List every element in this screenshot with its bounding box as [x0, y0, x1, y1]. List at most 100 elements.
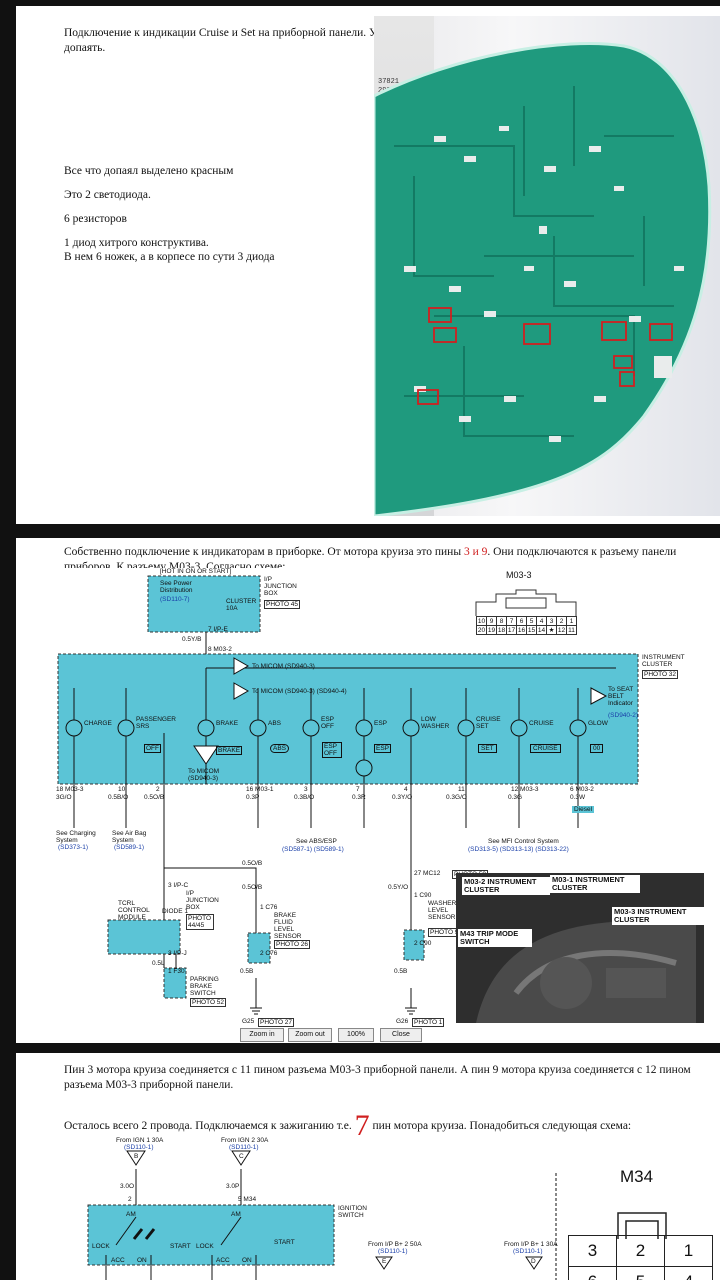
see-mfi: See MFI Control System: [488, 838, 559, 845]
mark-esp-off: ESP OFF: [322, 742, 342, 758]
wire-05b-2: 0.5B: [394, 968, 408, 975]
zoom-100-button[interactable]: 100%: [338, 1028, 374, 1042]
inset-m03-3: M03-3 INSTRUMENT CLUSTER: [612, 907, 704, 925]
pin-label-1: 18 M03-3: [56, 786, 84, 793]
sch-m03-2-top: 8 M03-2: [208, 646, 232, 653]
section1-line-5: В нем 6 ножек, а в корпесе по сути 3 дио…: [64, 251, 275, 263]
pin-wire-9: 0.3G: [508, 794, 523, 801]
sch-photo45: PHOTO 45: [264, 600, 301, 609]
photo4445: PHOTO 44/45: [186, 914, 214, 930]
sch-top-label: [HOT IN ON OR START]: [160, 568, 232, 575]
from-ipb1-30a: From I/P B+ 1 30A: [504, 1241, 558, 1248]
sch-photo32: PHOTO 32: [642, 670, 679, 679]
section3-para2-a: Осталось всего 2 провода. Подключаемся к…: [64, 1120, 355, 1132]
pin-label-2: 10: [118, 786, 126, 793]
ign1-ref: (SD110-1): [124, 1144, 154, 1151]
inset-m03-1: M03-1 INSTRUMENT CLUSTER: [550, 875, 640, 893]
from-ipb1-ref: (SD110-1): [513, 1248, 543, 1255]
see-airbag-ref: (SD589-1): [114, 844, 144, 851]
m34-title: M34: [620, 1167, 654, 1186]
ignition-schematic-lines: [87, 1150, 557, 1280]
schematic-lines: [57, 575, 639, 1015]
acc-2: ACC: [216, 1257, 230, 1264]
lock-2: LOCK: [196, 1243, 214, 1250]
on-1: ON: [137, 1257, 147, 1264]
diesel-badge: Diesel: [572, 806, 595, 813]
ip-j: 3 I/P-J: [168, 950, 187, 957]
see-mfi-ref: (SD313-5) (SD313-13) (SD313-22): [468, 846, 569, 853]
am-1: AM: [126, 1211, 136, 1218]
pcb-board-graphic: [374, 41, 712, 516]
sch-power-dist: See Power Distribution: [160, 580, 193, 594]
ip-c: 3 I/P-C: [168, 882, 189, 889]
section3-para2: Осталось всего 2 провода. Подключаемся к…: [64, 1111, 720, 1141]
wire-05b-1: 0.5B: [240, 968, 254, 975]
wire-05ob: 0.5O/B: [242, 860, 263, 867]
pin-wire-2: 0.5B/O: [108, 794, 129, 801]
ign2-letter: C: [239, 1153, 244, 1160]
zoom-in-button[interactable]: Zoom in: [240, 1028, 284, 1042]
c90: 1 C90: [414, 892, 432, 899]
acc-1: ACC: [111, 1257, 125, 1264]
section2-intro-pins: 3 и 9: [463, 546, 488, 558]
brake-fluid: BRAKE FLUID LEVEL SENSOR: [274, 912, 302, 940]
on-2: ON: [242, 1257, 252, 1264]
ign1-letter: B: [134, 1153, 139, 1160]
see-charging: See Charging System: [56, 830, 96, 844]
mark-set: SET: [478, 744, 497, 753]
g26: G26: [396, 1018, 409, 1025]
indicator-cruise: CRUISE: [529, 720, 554, 727]
ignition-switch-label: IGNITION SWITCH: [338, 1205, 367, 1219]
m34-pin-1: 1: [664, 1235, 713, 1267]
mark-esp: ESP: [374, 744, 392, 753]
section3-para2-b: пин мотора круиза. Понадобиться следующа…: [369, 1120, 632, 1132]
ign1-label: From IGN 1 30A: [116, 1137, 164, 1144]
sch-ijb: I/P JUNCTION BOX: [264, 576, 297, 597]
pin-label-10: 6 M03-2: [570, 786, 594, 793]
see-charging-ref: (SD373-1): [58, 844, 88, 851]
pin-wire-3: 0.5O/B: [144, 794, 165, 801]
photo27: PHOTO 27: [258, 1018, 295, 1027]
m34-pin-3: 3: [568, 1235, 617, 1267]
see-abs: See ABS/ESP: [296, 838, 337, 845]
m34-pin-5: 5: [616, 1266, 665, 1280]
indicator-passenger-srs: PASSENGER SRS: [136, 716, 176, 730]
pin-wire-5: 0.3B/O: [294, 794, 315, 801]
pin-2: 2: [128, 1196, 132, 1203]
pin-label-8: 11: [458, 786, 465, 793]
section1-line-4: 1 диод хитрого конструктива.: [64, 237, 209, 249]
section3-para1: Пин 3 мотора круиза соединяется с 11 пин…: [64, 1064, 691, 1091]
parking-brake: PARKING BRAKE SWITCH: [190, 976, 219, 997]
top-divider: [0, 0, 720, 6]
cluster-schematic: [HOT IN ON OR START] See Power Distribut…: [56, 568, 706, 1042]
connector-title: M03-3: [506, 570, 532, 580]
section1-line-1: Все что допаял выделено красным: [64, 165, 234, 177]
connector-pin-table: 10 9 8 7 6 5 4 3 2 1 20 19 18 17 16: [476, 616, 577, 635]
section1-line-3: 6 резисторов: [64, 213, 127, 225]
indicator-cruise-set: CRUISE SET: [476, 716, 501, 730]
sch-power-dist-ref: (SD110-7): [160, 596, 190, 603]
section-schematic-card: Собственно подключение к индикаторам в п…: [16, 538, 720, 1043]
pin-r2-10: 11: [566, 625, 577, 635]
inset-m43: M43 TRIP MODE SWITCH: [458, 929, 532, 947]
f30: 1 F30: [168, 968, 185, 975]
washer-sensor: WASHER LEVEL SENSOR: [428, 900, 457, 921]
ign2-label: From IGN 2 30A: [221, 1137, 269, 1144]
g25: G25: [242, 1018, 255, 1025]
ign2-ref: (SD110-1): [229, 1144, 259, 1151]
sch-to-micom-c: To MICOM (SD940-3): [188, 768, 220, 782]
mc12: 27 MC12: [414, 870, 441, 877]
m34-pin-grid: 3 2 1 6 5 4: [568, 1235, 713, 1280]
c76b: 2 C76: [260, 950, 278, 957]
wire-30p: 3.0P: [226, 1183, 240, 1190]
start-2: START: [274, 1239, 295, 1246]
close-button[interactable]: Close: [380, 1028, 422, 1042]
sch-to-seat-belt: To SEAT BELT Indicator: [608, 686, 634, 707]
zoom-out-button[interactable]: Zoom out: [288, 1028, 332, 1042]
m03-3-connector: M03-3 10 9 8 7 6 5 4 3 2 1 20 19 18: [466, 568, 586, 638]
pin-5-m34: 5 M34: [238, 1196, 257, 1203]
from-ipb2-50a: From I/P B+ 2 50A: [368, 1241, 422, 1248]
see-abs-ref: (SD587-1) (SD589-1): [282, 846, 344, 853]
cluster-photo-graphic: [456, 873, 704, 1023]
start-1: START: [170, 1243, 191, 1250]
